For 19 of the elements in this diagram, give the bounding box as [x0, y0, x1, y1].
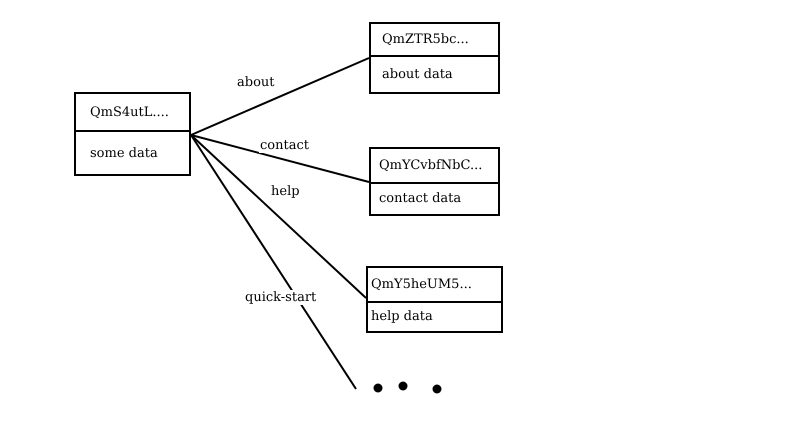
record-box	[369, 22, 500, 94]
record-box	[369, 147, 500, 216]
record-box	[74, 92, 191, 176]
edge-label: help	[270, 184, 301, 199]
hash-label: QmS4utL....	[90, 104, 169, 120]
record-box	[366, 266, 503, 333]
connector-line	[190, 134, 357, 390]
data-label: help data	[371, 309, 433, 324]
connector-line	[190, 134, 370, 183]
edge-label: quick-start	[244, 290, 318, 305]
connector-line	[190, 134, 367, 299]
data-label: some data	[90, 146, 158, 161]
data-label: about data	[382, 67, 453, 82]
data-label: contact data	[379, 191, 462, 206]
hash-label: QmY5heUM5...	[371, 276, 472, 292]
hash-label: QmZTR5bc...	[382, 32, 469, 48]
edge-label: contact	[259, 138, 310, 153]
hash-label: QmYCvbfNbC...	[379, 158, 482, 173]
connector-line	[190, 57, 370, 136]
